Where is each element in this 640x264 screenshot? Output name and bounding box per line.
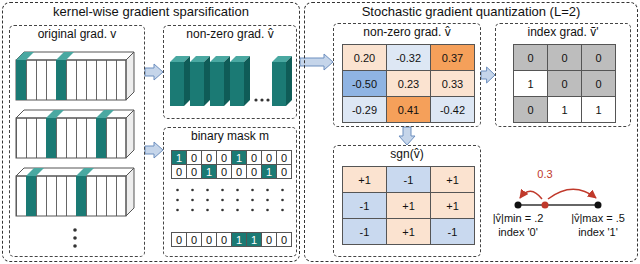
matrix-cell: 0.23	[386, 70, 431, 97]
index-cell: 0	[581, 44, 616, 71]
block-arrow	[145, 142, 163, 158]
matrix-cell: -0.32	[386, 44, 431, 71]
index-cell: 1	[513, 70, 548, 97]
mask-cell: 0	[261, 232, 277, 247]
number-line-label: index '1'	[578, 226, 618, 238]
sign-cell: +1	[386, 218, 431, 245]
matrix-cell: 0.41	[386, 96, 431, 123]
block-arrow	[145, 64, 163, 80]
sign-cell: -1	[386, 166, 431, 193]
mask-cell: 1	[261, 164, 277, 179]
index-cell: 1	[547, 96, 582, 123]
block-arrow	[399, 127, 415, 145]
index-cell: 0	[581, 70, 616, 97]
mask-cell: 0	[216, 150, 232, 165]
box-title: binary mask m	[191, 129, 269, 143]
index-cell: 0	[513, 96, 548, 123]
mask-cell: 0	[186, 232, 202, 247]
mask-cell: 0	[216, 164, 232, 179]
dashed-box: binary mask m100010000010001000001100	[163, 127, 297, 257]
matrix-cell: -0.42	[430, 96, 475, 123]
mask-cell: 0	[276, 164, 292, 179]
mask-cell: 0	[276, 232, 292, 247]
number-line-label: index '0'	[498, 226, 538, 238]
mask-cell: 0	[171, 232, 187, 247]
mask-cell: 1	[231, 150, 247, 165]
index-cell: 1	[581, 96, 616, 123]
mask-cell: 1	[246, 232, 262, 247]
sign-cell: +1	[430, 192, 475, 219]
index-cell: 0	[547, 70, 582, 97]
sign-cell: +1	[342, 166, 387, 193]
panel-title: Stochastic gradient quantization (L=2)	[362, 4, 581, 19]
box-title: index grad. ṽ'	[528, 25, 599, 39]
number-line-label: |v̂|min = .2	[493, 212, 544, 224]
matrix-cell: 0.33	[430, 70, 475, 97]
mask-cell: 0	[216, 232, 232, 247]
kernel-stack	[16, 52, 134, 248]
mask-cell: 0	[276, 150, 292, 165]
number-line-label: 0.3	[537, 168, 552, 180]
dashed-panel: kernel-wise gradient sparsification origi…	[2, 2, 300, 262]
mask-dots	[176, 189, 284, 212]
mask-cell: 0	[246, 150, 262, 165]
number-line	[515, 189, 602, 208]
sign-cell: +1	[430, 166, 475, 193]
mask-cell: 0	[186, 150, 202, 165]
dashed-box: sgn(v̂)+1-1+1-1+1+1-1+1-1	[333, 145, 481, 257]
sign-cell: +1	[386, 192, 431, 219]
panel-title: kernel-wise gradient sparsification	[53, 4, 249, 19]
mask-cell: 0	[231, 164, 247, 179]
dashed-box: non-zero grad. v̂	[163, 25, 297, 119]
dashed-panel: Stochastic gradient quantization (L=2) no…	[304, 2, 638, 262]
mask-cell: 0	[201, 150, 217, 165]
box-title: sgn(v̂)	[390, 147, 423, 161]
sign-cell: -1	[430, 218, 475, 245]
dashed-box: index grad. ṽ'000100011	[495, 23, 631, 127]
matrix-cell: 0.20	[342, 44, 387, 71]
index-cell: 0	[547, 44, 582, 71]
nonzero-kernels	[170, 56, 292, 106]
mask-cell: 1	[171, 150, 187, 165]
matrix-cell: 0.37	[430, 44, 475, 71]
mask-cell: 0	[171, 164, 187, 179]
matrix-cell: -0.29	[342, 96, 387, 123]
block-arrow	[481, 67, 495, 83]
sign-cell: -1	[342, 218, 387, 245]
mask-cell: 1	[231, 232, 247, 247]
matrix-cell: -0.50	[342, 70, 387, 97]
mask-cell: 0	[201, 232, 217, 247]
mask-cell: 0	[261, 150, 277, 165]
dashed-box: original grad. v	[9, 25, 145, 257]
box-title: non-zero grad. v̂	[363, 25, 450, 39]
mask-cell: 0	[246, 164, 262, 179]
dashed-box: non-zero grad. v̂ 0.20-0.320.37 -0.500.230…	[333, 23, 481, 127]
box-title: non-zero grad. v̂	[186, 27, 273, 41]
mask-cell: 0	[186, 164, 202, 179]
box-title: original grad. v	[38, 27, 117, 41]
number-line-label: |v̂|max = .5	[571, 212, 625, 224]
index-cell: 0	[513, 44, 548, 71]
mask-cell: 1	[201, 164, 217, 179]
sign-cell: -1	[342, 192, 387, 219]
